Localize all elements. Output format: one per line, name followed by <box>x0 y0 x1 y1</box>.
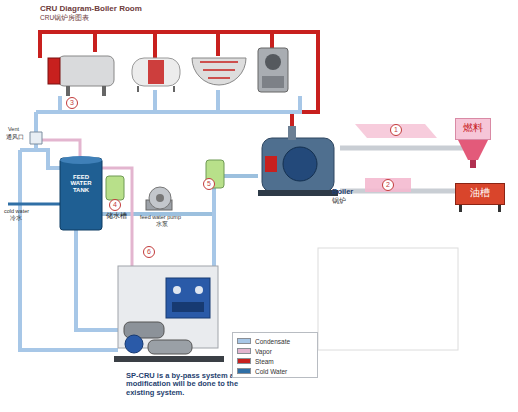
tank-leg <box>498 205 501 212</box>
cold-water-label: cold water <box>4 208 44 214</box>
boiler-base <box>258 190 338 196</box>
heat-exchanger <box>58 56 114 86</box>
condensate-return <box>216 90 220 112</box>
machine-base <box>262 76 284 88</box>
fuel-label: 燃料 <box>456 123 490 134</box>
cold-water-label-cn: 冷水 <box>10 215 30 221</box>
boiler-outlet <box>288 126 296 140</box>
steam-drop <box>270 32 274 48</box>
feed-water-line <box>102 176 258 214</box>
callout-number: 5 <box>203 178 215 190</box>
pump-hub <box>156 194 164 202</box>
tank-to-cru <box>76 230 118 330</box>
callout-number: 6 <box>143 246 155 258</box>
condensate-return <box>153 90 157 112</box>
legend-row: Cold Water <box>237 366 313 376</box>
vapor-vent <box>42 140 80 158</box>
panel-gauge <box>195 286 203 294</box>
condensate-return <box>36 110 60 114</box>
steam-pipes <box>40 32 318 128</box>
legend-box: CondensateVaporSteamCold Water <box>232 332 318 378</box>
condensate-receiver <box>106 176 124 200</box>
steam-drop <box>93 32 97 52</box>
oil-tank-box: 油槽 <box>455 183 505 205</box>
vent-fitting <box>30 132 42 144</box>
legend-row: Condensate <box>237 336 313 346</box>
tank-top <box>60 156 102 164</box>
vent-label: Vent <box>8 126 38 132</box>
feed-water-tank: FEED WATER TANK储水槽 <box>60 158 102 230</box>
fuel-line <box>340 140 473 148</box>
legend-swatch <box>237 358 251 364</box>
steam-drop <box>216 32 220 56</box>
fuel-hopper <box>458 140 488 160</box>
oil-band <box>365 178 411 192</box>
legend-text: Steam <box>255 358 274 365</box>
vat-coil <box>200 62 238 78</box>
legend-row: Steam <box>237 356 313 366</box>
cru-to-boiler <box>212 190 216 268</box>
boiler-node: Boiler锅炉 <box>258 128 340 198</box>
condensate-pipes <box>20 90 300 350</box>
condensate-bypass <box>20 148 36 152</box>
cru-pump <box>125 335 143 353</box>
vent-label-cn: 通风口 <box>6 134 36 140</box>
process-vat <box>192 58 246 85</box>
fuel-outlet <box>470 160 476 168</box>
panel-gauge <box>173 286 181 294</box>
machine-support <box>138 86 174 92</box>
cru-control-panel <box>166 278 210 318</box>
condensate-return <box>60 96 300 112</box>
feed-water-tank-body <box>60 158 102 230</box>
cru-base <box>114 356 224 362</box>
boiler-shell <box>262 138 334 192</box>
callout-number: 3 <box>66 97 78 109</box>
machine-wheel <box>265 54 281 70</box>
process-machine <box>258 48 288 92</box>
panel-switches <box>172 302 204 312</box>
tank-label: FEED WATER TANK <box>62 174 100 193</box>
condensate-bypass <box>20 150 118 350</box>
feed-water-pump <box>149 187 171 209</box>
legend-row: Vapor <box>237 346 313 356</box>
cold-water-pipe <box>8 203 60 206</box>
pump-label: feed water pump <box>140 214 200 220</box>
oil-tank-label: 油槽 <box>456 188 504 199</box>
blank-panel <box>318 248 458 350</box>
subtitle: CRU锅炉房图表 <box>40 14 120 21</box>
process-tank-band <box>148 60 164 84</box>
pump-label-cn: 水泵 <box>156 221 176 227</box>
callout-number: 4 <box>109 199 121 211</box>
boiler-label-cn: 锅炉 <box>332 198 362 205</box>
process-tank <box>132 58 180 86</box>
diagram-title: CRU Diagram-Boiler Room <box>40 4 142 13</box>
boiler-door <box>283 147 317 181</box>
fuel-band <box>355 124 437 138</box>
fuel-box: 燃料 <box>455 118 491 140</box>
legend-swatch <box>237 348 251 354</box>
boiler-burner <box>265 156 277 172</box>
tank-label-cn: 储水槽 <box>106 212 140 219</box>
machine-support <box>102 86 106 96</box>
callout-number: 2 <box>382 179 394 191</box>
boiler-label: Boiler <box>332 188 372 196</box>
callout-number: 1 <box>390 124 402 136</box>
cru-motor <box>148 340 192 354</box>
steam-drop <box>153 32 157 58</box>
steam-main <box>40 32 318 128</box>
legend-swatch <box>237 368 251 374</box>
machine-support <box>66 86 70 96</box>
heat-exchanger-head <box>48 58 60 84</box>
legend-text: Vapor <box>255 348 272 355</box>
tank-leg <box>459 205 462 212</box>
legend-text: Cold Water <box>255 368 287 375</box>
legend-swatch <box>237 338 251 344</box>
legend-text: Condensate <box>255 338 290 345</box>
